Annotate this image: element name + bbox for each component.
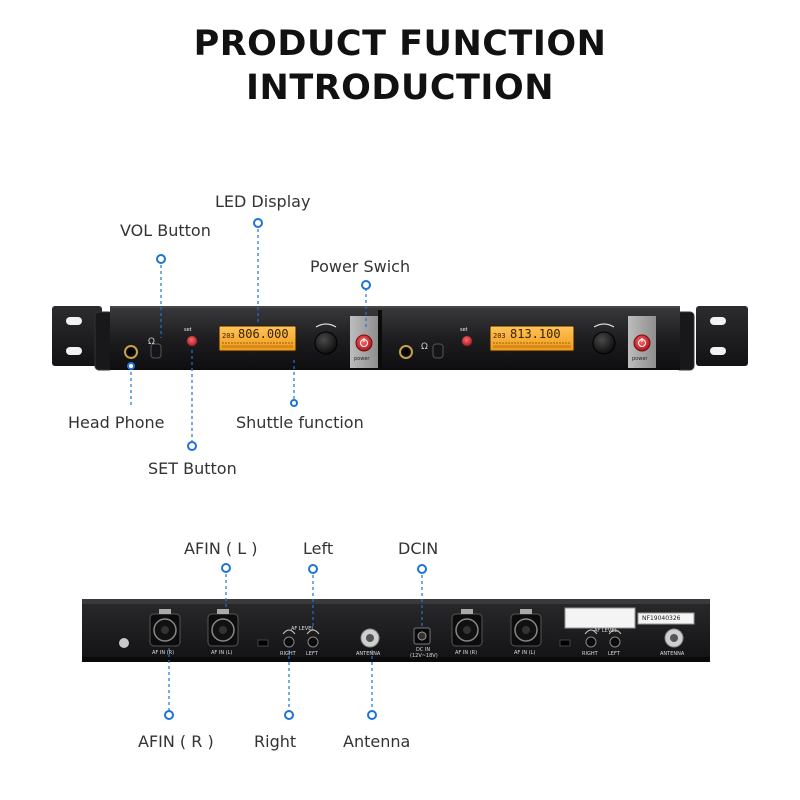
rear-callout-dots <box>164 563 427 720</box>
callout-dot-set <box>187 441 197 451</box>
power-button <box>355 334 373 352</box>
marking-left-1: LEFT <box>306 651 318 657</box>
label-shuttle-function: Shuttle function <box>236 413 364 432</box>
shuttle-knob-2 <box>592 331 616 355</box>
shuttle-knob <box>314 331 338 355</box>
callout-dot-power <box>361 280 371 290</box>
xlr-jack-afin-r-1 <box>149 609 181 647</box>
page-title: PRODUCT FUNCTION <box>193 24 607 64</box>
marking-dc-in: DC IN <box>416 647 431 653</box>
label-afin-l: AFIN ( L ) <box>184 539 258 558</box>
label-right: Right <box>254 732 297 751</box>
antenna-connector-1 <box>360 628 380 648</box>
vol-button-2 <box>432 343 444 359</box>
marking-af-in-l-1: AF IN (L) <box>211 650 233 656</box>
power-button-2 <box>633 334 651 352</box>
power-label-2: power <box>632 356 648 362</box>
rear-panel <box>82 599 710 662</box>
lcd-prefix-2: 203 <box>493 332 506 340</box>
label-set-button: SET Button <box>148 459 237 478</box>
xlr-jack-afin-l-1 <box>207 609 239 647</box>
lcd-display-1 <box>218 325 297 352</box>
af-level-switch-1 <box>282 629 320 648</box>
marking-right-1: RIGHT <box>280 651 296 657</box>
page-title-line-2: INTRODUCTION <box>246 68 554 108</box>
callout-dot-left <box>308 564 318 574</box>
marking-antenna-1: ANTENNA <box>356 651 381 657</box>
lcd-value-1: 806.000 <box>238 327 289 341</box>
label-head-phone: Head Phone <box>68 413 165 432</box>
marking-af-level-2: AF LEVEL <box>594 628 618 634</box>
front-callout-dots <box>127 218 371 451</box>
antenna-connector-2 <box>664 628 684 648</box>
marking-af-in-r-1: AF IN (R) <box>152 650 175 656</box>
set-button <box>186 335 198 347</box>
front-panel: Ω Ω <box>52 306 748 371</box>
xlr-jack-afin-l-2 <box>510 609 542 647</box>
callout-dot-dcin <box>417 564 427 574</box>
xlr-jack-afin-r-2 <box>451 609 483 647</box>
rack-ear-right <box>696 306 748 366</box>
lcd-display-2 <box>489 325 575 352</box>
set-label-2: set <box>460 327 468 333</box>
dc-in-jack <box>413 627 431 645</box>
product-sticker <box>564 607 636 629</box>
label-led-display: LED Display <box>215 192 311 211</box>
marking-right-2: RIGHT <box>582 651 598 657</box>
marking-af-level-1: AF LEVEL <box>291 626 315 632</box>
callout-dot-led <box>253 218 263 228</box>
set-button-2 <box>461 335 473 347</box>
label-dcin: DCIN <box>398 539 439 558</box>
callout-dot-headphone <box>127 362 135 370</box>
rack-ear-left <box>52 306 102 366</box>
label-afin-r: AFIN ( R ) <box>138 732 214 751</box>
callout-dot-shuttle <box>290 399 298 407</box>
marking-left-2: LEFT <box>608 651 620 657</box>
power-label: power <box>354 356 370 362</box>
lcd-value-2: 813.100 <box>510 327 561 341</box>
marking-dc-voltage: (12V~18V) <box>410 653 438 659</box>
svg-text:Ω: Ω <box>148 337 155 347</box>
label-vol-button: VOL Button <box>120 221 211 240</box>
serial-sticker <box>637 612 695 625</box>
callout-dot-antenna <box>367 710 377 720</box>
front-chassis <box>110 306 680 370</box>
front-callouts <box>130 223 367 441</box>
af-level-switch-2 <box>584 629 622 648</box>
marking-af-in-l-2: AF IN (L) <box>514 650 536 656</box>
marking-antenna-2: ANTENNA <box>660 651 685 657</box>
rear-callouts <box>168 568 423 712</box>
lcd-prefix-1: 203 <box>222 332 235 340</box>
marking-serial: NF19040326 <box>642 615 681 622</box>
label-power-switch: Power Swich <box>310 257 411 276</box>
callout-dot-right <box>284 710 294 720</box>
label-antenna: Antenna <box>343 732 411 751</box>
svg-text:Ω: Ω <box>421 342 428 352</box>
label-left: Left <box>303 539 334 558</box>
callout-dot-afin-r <box>164 710 174 720</box>
vol-button <box>150 343 162 359</box>
set-label: set <box>184 327 192 333</box>
marking-af-in-r-2: AF IN (R) <box>455 650 478 656</box>
callout-dot-vol <box>156 254 166 264</box>
callout-dot-afin-l <box>221 563 231 573</box>
